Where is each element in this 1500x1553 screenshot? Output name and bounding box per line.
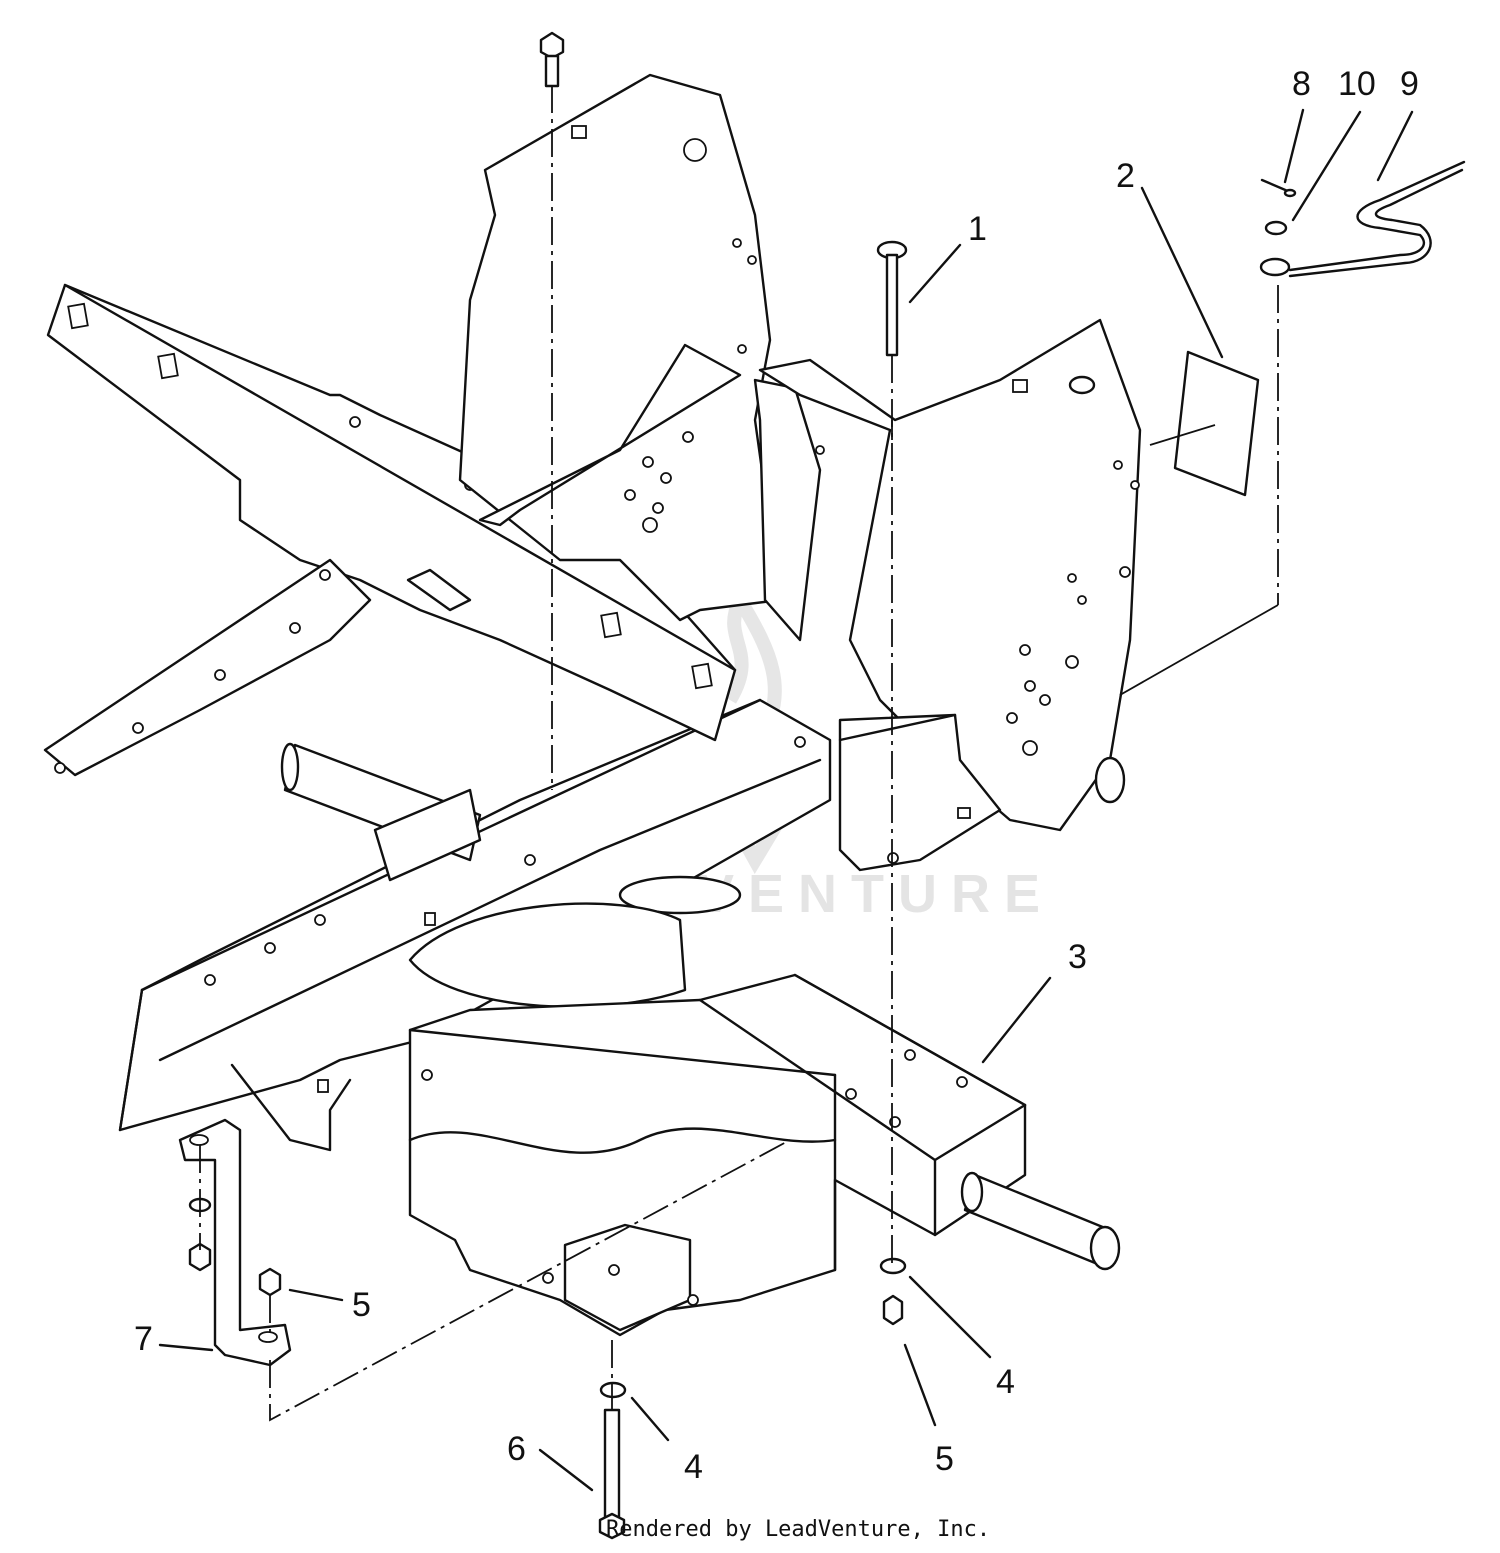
lower-bolt bbox=[598, 1408, 626, 1540]
callout-1: 1 bbox=[968, 210, 987, 248]
callout-8: 8 bbox=[1292, 65, 1311, 103]
upper-bolt bbox=[539, 31, 565, 88]
render-credit: Rendered by LeadVenture, Inc. bbox=[606, 1517, 990, 1542]
callout-4-right: 4 bbox=[996, 1363, 1015, 1401]
callout-labels: 1 2 3 4 4 5 5 6 7 8 9 10 bbox=[134, 65, 1419, 1486]
washers-and-nuts bbox=[188, 220, 1288, 1399]
callout-7: 7 bbox=[134, 1320, 153, 1358]
left-side-plate bbox=[458, 73, 782, 622]
callout-6: 6 bbox=[507, 1430, 526, 1468]
callout-5-bottom: 5 bbox=[935, 1440, 954, 1478]
callout-2: 2 bbox=[1116, 157, 1135, 195]
callout-10: 10 bbox=[1338, 65, 1376, 103]
lower-frame-channel bbox=[118, 698, 832, 1152]
callout-leaders bbox=[158, 108, 1414, 1492]
callout-3: 3 bbox=[1068, 938, 1087, 976]
callout-4-bottom: 4 bbox=[684, 1448, 703, 1486]
left-axle-shaft bbox=[280, 742, 482, 882]
cotter-pin bbox=[1260, 178, 1297, 198]
upper-left-frame-rail bbox=[43, 283, 737, 777]
support-bracket bbox=[178, 1118, 292, 1367]
callout-9: 9 bbox=[1400, 65, 1419, 103]
carriage-bolt bbox=[876, 240, 908, 357]
control-rod bbox=[1259, 160, 1466, 278]
frame-cross-member bbox=[753, 318, 1142, 832]
transaxle-housing bbox=[408, 973, 1027, 1337]
assembly-centerlines bbox=[199, 85, 1279, 1422]
decal-plate bbox=[1173, 350, 1260, 497]
callout-5-left: 5 bbox=[352, 1286, 371, 1324]
right-axle-shaft bbox=[960, 1171, 1121, 1271]
front-mount-bracket bbox=[838, 713, 1002, 872]
